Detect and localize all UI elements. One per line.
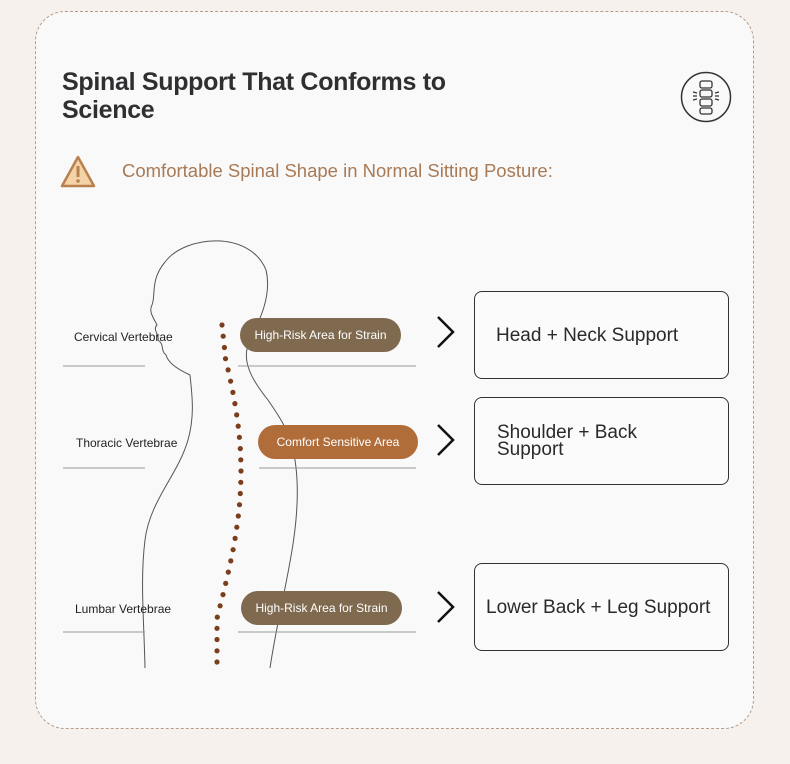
label-cervical: Cervical Vertebrae (74, 330, 173, 344)
spine-dot (217, 603, 223, 609)
spine-dot (214, 659, 220, 665)
spine-dot (234, 524, 240, 530)
spine-dot (222, 356, 229, 362)
support-label: Head + Neck Support (496, 324, 679, 346)
support-box-head-neck: Head + Neck Support (474, 291, 729, 379)
spine-dot (228, 378, 234, 384)
support-box-shoulder-back: Shoulder + Back Support (474, 397, 729, 485)
area-pill-cervical: High-Risk Area for Strain (240, 318, 401, 352)
chevron-right-icon (437, 424, 455, 456)
support-box-lower-back-leg: Lower Back + Leg Support (474, 563, 729, 651)
spine-dot (220, 333, 226, 339)
spine-dot (228, 558, 234, 564)
spine-dot (236, 434, 242, 440)
body-back-outline (164, 240, 298, 669)
spine-dot (214, 625, 220, 631)
spine-dot (237, 490, 243, 497)
spine-dot (232, 535, 238, 542)
chevron-right-icon (437, 316, 455, 348)
body-front-outline (142, 261, 193, 669)
spine-dot (225, 367, 231, 373)
spine-dot (220, 592, 226, 598)
spine-dot (214, 648, 220, 654)
spine-dot (214, 614, 220, 620)
spine-dot (232, 401, 238, 407)
spine-dot (219, 322, 225, 328)
area-pill-lumbar: High-Risk Area for Strain (241, 591, 402, 625)
spine-dot (223, 580, 229, 587)
label-thoracic: Thoracic Vertebrae (76, 436, 178, 450)
warning-icon (60, 155, 96, 188)
spine-dot (234, 412, 240, 418)
spine-dot (237, 446, 243, 452)
spine-icon (680, 71, 732, 123)
page-title: Spinal Support That Conforms to Science (62, 68, 446, 124)
subtitle: Comfortable Spinal Shape in Normal Sitti… (122, 160, 553, 181)
support-label: Lower Back + Leg Support (486, 596, 711, 618)
spine-dot (230, 547, 236, 553)
area-pill-thoracic: Comfort Sensitive Area (258, 425, 418, 459)
spine-dot (238, 468, 244, 474)
spine-dot (221, 344, 227, 351)
label-lumbar: Lumbar Vertebrae (75, 602, 172, 616)
spine-dot (238, 479, 244, 485)
spine-dot (235, 423, 241, 429)
chevron-right-icon (437, 591, 455, 623)
spine-dot (214, 636, 220, 643)
spine-dot (225, 569, 231, 575)
spine-dot (230, 389, 236, 395)
support-label: Shoulder + Back Support (497, 422, 637, 460)
spine-dot (238, 457, 244, 463)
spine-dot (235, 513, 241, 519)
spine-dots (214, 322, 244, 665)
spine-dot (236, 502, 243, 508)
